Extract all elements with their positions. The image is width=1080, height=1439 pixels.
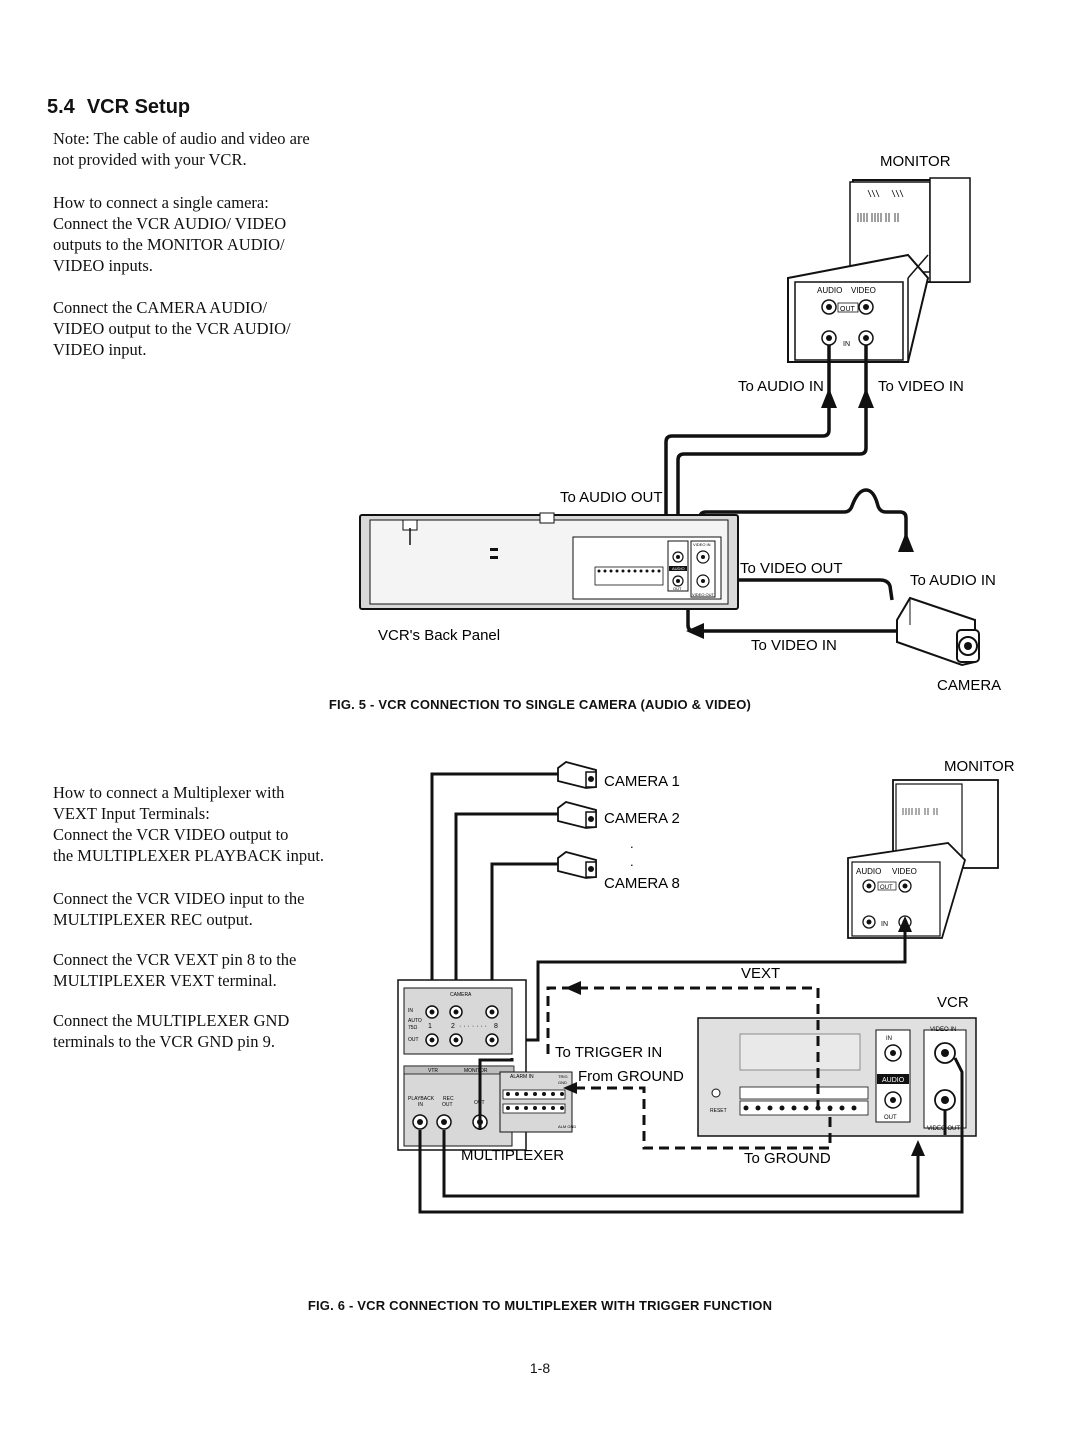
mux-in-label: IN	[408, 1008, 413, 1014]
gnd-paragraph: Connect the MULTIPLEXER GND terminals to…	[53, 1011, 290, 1051]
vcr-audio-label: AUDIO	[672, 566, 685, 571]
camera-2-label: CAMERA 2	[604, 810, 680, 827]
fig6-dashed-cables	[546, 986, 832, 1150]
vcr6-out-label: OUT	[884, 1115, 897, 1121]
vcr6-in-label: IN	[886, 1036, 892, 1042]
mux-out-label: OUT	[408, 1037, 419, 1043]
fig5-monitor-label: MONITOR	[880, 153, 951, 170]
vext-paragraph: Connect the VCR VEXT pin 8 to the MULTIP…	[53, 950, 297, 990]
fig6-caption: FIG. 6 - VCR CONNECTION TO MULTIPLEXER W…	[307, 1298, 773, 1313]
vcr-back-panel: AUDIO OUT VIDEO IN VIDEO OUT	[359, 512, 739, 610]
vcr6-video-in-label: VIDEO IN	[930, 1027, 956, 1033]
vcr-video-out-label: VIDEO OUT	[692, 592, 715, 597]
vcr-reset-label: RESET	[710, 1108, 727, 1114]
mux-gnd-label: GND	[558, 1080, 567, 1085]
mux-auto-label: AUTO	[408, 1018, 422, 1024]
monitor-connector-panel: AUDIO VIDEO OUT IN	[787, 253, 930, 363]
to-audio-in-camera-label: To AUDIO IN	[910, 572, 996, 589]
camera-1-icon	[557, 761, 597, 789]
multiplexer-panel: CAMERA IN AUTO 75Ω OUT 1 2 · · · · · · ·…	[397, 979, 576, 1151]
fig6-cables	[418, 930, 964, 1214]
camera-8-icon	[557, 851, 597, 879]
fig6-monitor-panel: AUDIO VIDEO OUT IN	[847, 842, 967, 939]
to-video-in-monitor-label: To VIDEO IN	[878, 378, 964, 395]
note-paragraph: Note: The cable of audio and video are n…	[53, 129, 310, 169]
vext-label: VEXT	[741, 965, 780, 982]
to-ground-label: To GROUND	[744, 1150, 831, 1167]
fig6-monitor-label: MONITOR	[944, 758, 1015, 775]
mux-dots-label: · · · · · · ·	[459, 1023, 487, 1030]
vcr6-audio-label: AUDIO	[882, 1077, 905, 1084]
fig6-monitor-out-label: OUT	[880, 885, 893, 891]
camera-illustration	[896, 596, 980, 667]
to-audio-in-monitor-label: To AUDIO IN	[738, 378, 824, 395]
mux-pb-in-label: IN	[418, 1102, 423, 1108]
section-heading: 5.4 VCR Setup	[47, 96, 190, 119]
fig5-caption: FIG. 5 - VCR CONNECTION TO SINGLE CAMERA…	[328, 697, 752, 712]
vcr-back-panel-label: VCR's Back Panel	[378, 627, 500, 644]
mux-alm-gnd-label: ALM GND	[558, 1124, 576, 1129]
fig6-vcr-panel: RESET IN AUDIO OUT VIDEO IN VIDEO OUT	[697, 1017, 977, 1137]
vcr-out-label: OUT	[673, 586, 682, 591]
camera-8-label: CAMERA 8	[604, 875, 680, 892]
section-number: 5.4	[47, 96, 75, 118]
mux-75-label: 75Ω	[408, 1025, 418, 1031]
monitor-video-label: VIDEO	[851, 286, 876, 295]
mux-rec-label: REC	[443, 1096, 454, 1102]
mux-camera-label: CAMERA	[450, 992, 472, 998]
camera-1-label: CAMERA 1	[604, 773, 680, 790]
mux-alarm-in-label: ALARM IN	[510, 1074, 534, 1080]
fig6-vcr-label: VCR	[937, 994, 969, 1011]
multiplexer-label: MULTIPLEXER	[461, 1147, 564, 1164]
from-ground-label: From GROUND	[578, 1068, 684, 1085]
to-video-out-label: To VIDEO OUT	[740, 560, 843, 577]
mux-rec-out-label: OUT	[442, 1102, 453, 1108]
mux-1-label: 1	[428, 1023, 432, 1030]
section-title: VCR Setup	[86, 96, 191, 118]
monitor-audio-label: AUDIO	[817, 286, 842, 295]
mux-trig-label: TRIG	[558, 1074, 568, 1079]
page-number: 1-8	[529, 1360, 551, 1376]
fig5-camera-label: CAMERA	[937, 677, 1001, 694]
monitor-out-label: OUT	[840, 306, 856, 313]
camera-dot-1: .	[630, 836, 634, 851]
to-video-in-vcr-label: To VIDEO IN	[751, 637, 837, 654]
fig6-monitor-audio-label: AUDIO	[856, 867, 881, 876]
monitor-in-label: IN	[843, 341, 850, 348]
mux-vtr-label: VTR	[428, 1068, 438, 1074]
fig6-monitor-in-label: IN	[881, 921, 888, 928]
to-trigger-in-label: To TRIGGER IN	[555, 1044, 662, 1061]
vcr-video-in-label: VIDEO IN	[693, 542, 711, 547]
fig5-arrowheads	[686, 388, 914, 639]
mux-playback-label: PLAYBACK	[408, 1096, 435, 1102]
single-camera-paragraph: How to connect a single camera: Connect …	[53, 193, 287, 275]
to-audio-out-label: To AUDIO OUT	[560, 489, 663, 506]
fig6-camera-cables	[430, 772, 558, 1010]
mux-8-label: 8	[494, 1023, 498, 1030]
monitor-illustration	[849, 177, 971, 283]
multiplexer-paragraph: How to connect a Multiplexer with VEXT I…	[53, 783, 325, 865]
fig6-arrowheads	[563, 916, 925, 1156]
camera-dot-2: .	[630, 854, 634, 869]
mux-monitor-label: MONITOR	[464, 1068, 488, 1074]
fig6-monitor-video-label: VIDEO	[892, 867, 917, 876]
vcr-video-input-paragraph: Connect the VCR VIDEO input to the MULTI…	[53, 889, 305, 929]
mux-2-label: 2	[451, 1023, 455, 1030]
camera-output-paragraph: Connect the CAMERA AUDIO/ VIDEO output t…	[53, 298, 291, 359]
camera-2-icon	[557, 801, 597, 829]
